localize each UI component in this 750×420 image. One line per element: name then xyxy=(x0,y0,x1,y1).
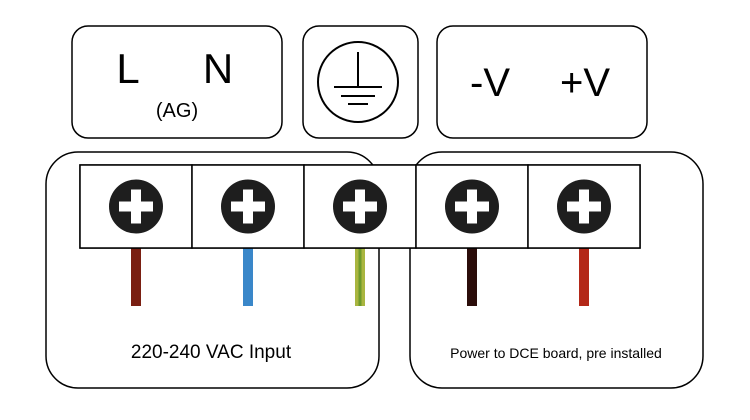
line-neutral-label-box xyxy=(71,25,283,139)
neutral-label: N xyxy=(203,45,233,92)
wire-v xyxy=(579,248,589,306)
earth-ground-icon xyxy=(317,41,399,123)
positive-voltage-label: +V xyxy=(560,61,610,105)
plus-screw-icon xyxy=(557,179,611,234)
ag-label: (AG) xyxy=(156,100,198,122)
terminal-cells xyxy=(79,164,641,249)
wire-l xyxy=(131,248,141,306)
dc-output-label-box xyxy=(436,25,648,139)
wires xyxy=(131,248,589,306)
ac-input-caption: 220-240 VAC Input xyxy=(131,342,292,363)
ground-label-box xyxy=(302,25,419,139)
wire-stripe-pe xyxy=(358,248,362,306)
wire-v xyxy=(467,248,477,306)
terminal-cell-v xyxy=(415,164,529,249)
dc-output-caption: Power to DCE board, pre installed xyxy=(450,345,662,361)
line-label: L xyxy=(116,45,139,92)
negative-voltage-label: -V xyxy=(470,61,510,105)
plus-screw-icon xyxy=(109,179,163,234)
plus-screw-icon xyxy=(333,179,387,234)
wire-n xyxy=(243,248,253,306)
plus-screw-icon xyxy=(221,179,275,234)
plus-screw-icon xyxy=(445,179,499,234)
